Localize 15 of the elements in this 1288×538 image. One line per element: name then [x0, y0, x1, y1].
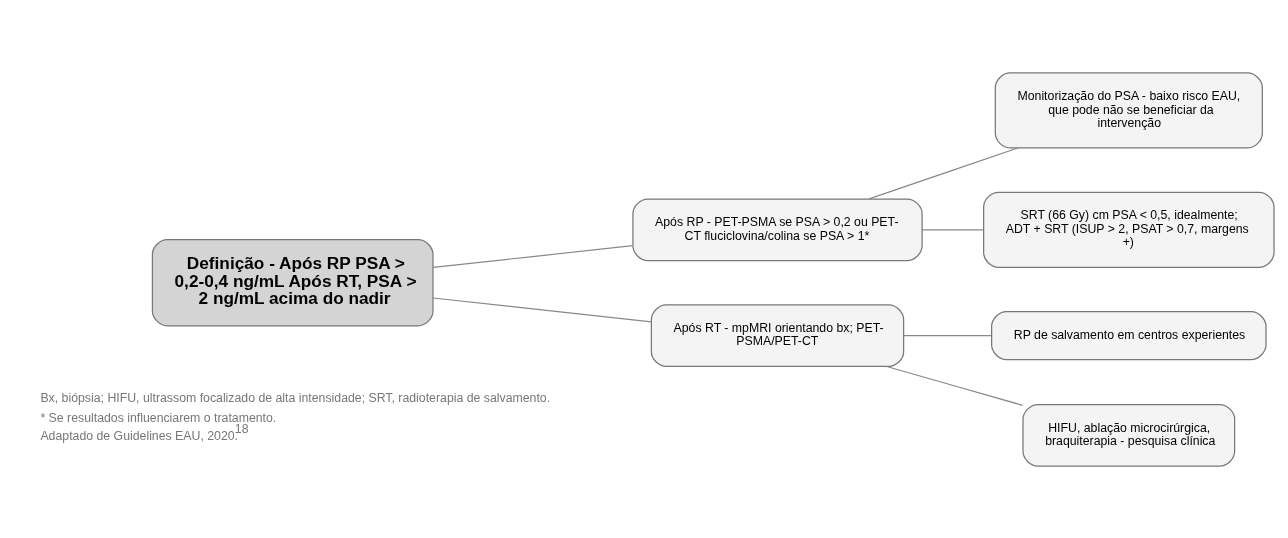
node-box: Após RP - PET-PSMA se PSA > 0,2 ou PET-CT fluciclovina/colina se PSA > 1*: [632, 197, 923, 261]
connector: [886, 365, 1024, 406]
connector: [432, 244, 634, 268]
connector: [921, 228, 985, 230]
label: Bx, biópsia; HIFU, ultrassom focalizado de alta intensidade; SRT, radioterapia de salvamento.: [40, 390, 551, 405]
connector: [432, 296, 652, 323]
node-box: HIFU, ablação microcirúrgica, braquiterapia - pesquisa clínica: [1022, 403, 1236, 467]
node-box: Definição - Após RP PSA > 0,2-0,4 ng/mL Após RT, PSA > 2 ng/mL acima do nadir: [151, 238, 434, 326]
connector: [903, 334, 992, 336]
node-box: Monitorização do PSA - baixo risco EAU, que pode não se beneficiar da intervenção: [994, 71, 1263, 149]
node-box: SRT (66 Gy) cm PSA < 0,5, idealmente; ADT + SRT (ISUP > 2, PSAT > 0,7, margens +): [983, 191, 1275, 268]
label: * Se resultados influenciarem o tratamento.: [40, 410, 277, 425]
connector: [868, 146, 1019, 200]
node-box: RP de salvamento em centros experientes: [991, 310, 1267, 360]
node-box: Após RT - mpMRI orientando bx; PET-PSMA/PET-CT: [650, 303, 905, 367]
